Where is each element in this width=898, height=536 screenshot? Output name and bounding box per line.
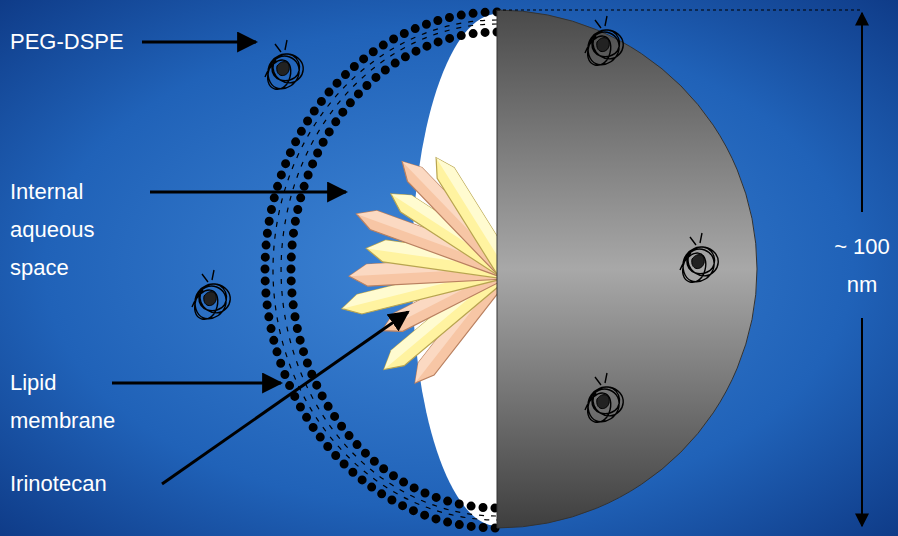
dimension-arrow — [497, 10, 862, 526]
part-label: Internal aqueous space — [10, 173, 140, 287]
peg-coils — [192, 16, 718, 422]
irinotecan-crystals — [340, 152, 514, 389]
part-label: Irinotecan — [10, 465, 160, 503]
part-label: Lipid membrane — [10, 364, 140, 440]
leader-arrows — [112, 42, 408, 484]
lipid-bilayer — [265, 12, 497, 528]
part-label: PEG-DSPE — [10, 23, 140, 61]
liposome-hemisphere — [497, 10, 757, 528]
dimension-label: ~ 100 nm — [827, 228, 897, 304]
